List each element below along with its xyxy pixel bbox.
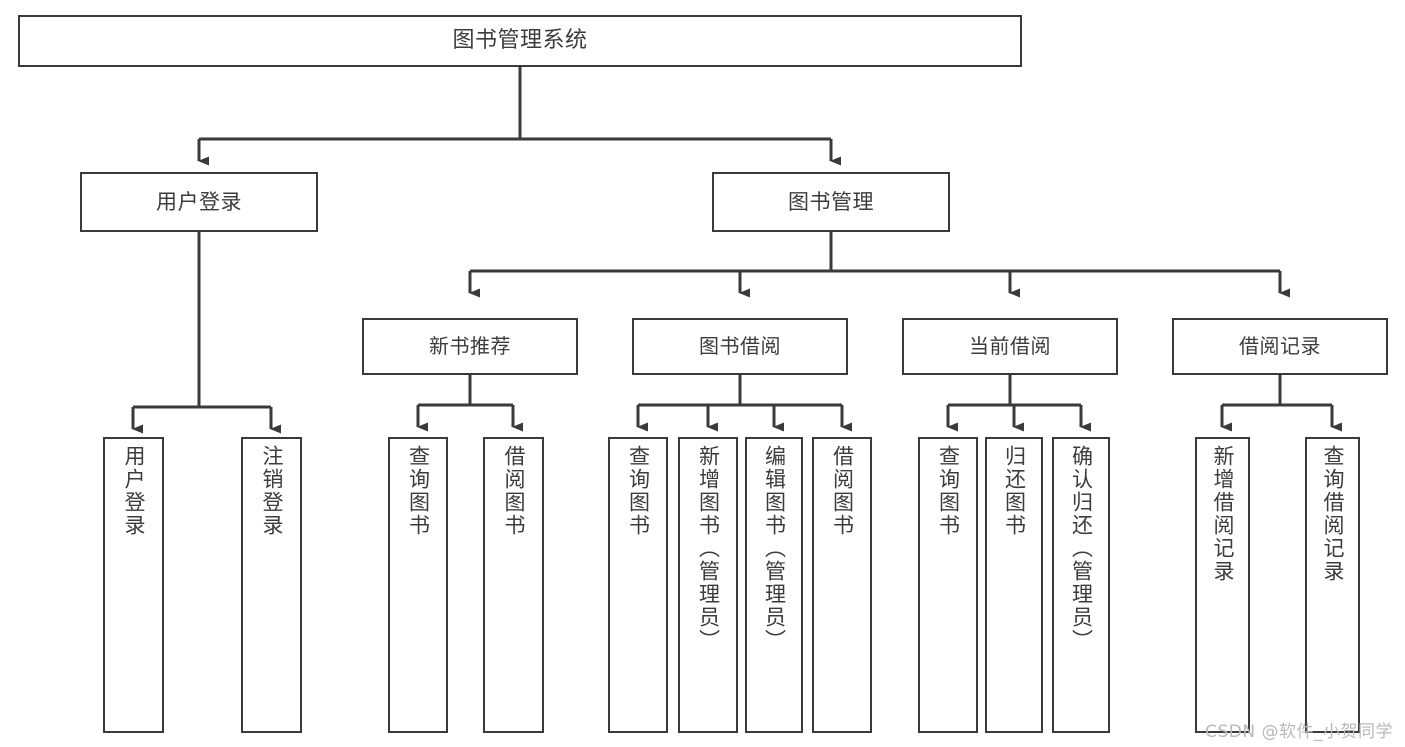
node-leaf-borrow-book-rec[interactable]: 借阅图书 [483, 437, 544, 733]
node-leaf-query-borrow-record[interactable]: 查询借阅记录 [1305, 437, 1360, 733]
node-leaf-user-login[interactable]: 用户登录 [103, 437, 164, 733]
node-leaf-add-borrow-record-label: 新增借阅记录 [1211, 445, 1235, 583]
node-leaf-logout-login[interactable]: 注销登录 [241, 437, 302, 733]
node-leaf-query-book-borrow[interactable]: 查询图书 [608, 437, 668, 733]
node-leaf-query-book-rec[interactable]: 查询图书 [388, 437, 448, 733]
node-leaf-return-book-label: 归还图书 [1002, 445, 1027, 537]
node-leaf-confirm-return-admin-label: 确认归还（管理员） [1069, 445, 1094, 652]
node-leaf-query-book-borrow-label: 查询图书 [626, 445, 651, 537]
node-leaf-borrow-book[interactable]: 借阅图书 [812, 437, 872, 733]
node-leaf-edit-book-admin-label: 编辑图书（管理员） [762, 445, 787, 652]
node-leaf-add-book-admin-label: 新增图书（管理员） [696, 445, 721, 652]
node-leaf-add-borrow-record[interactable]: 新增借阅记录 [1195, 437, 1250, 733]
node-leaf-edit-book-admin[interactable]: 编辑图书（管理员） [745, 437, 803, 733]
node-borrow-record[interactable]: 借阅记录 [1172, 318, 1388, 375]
node-book-manage[interactable]: 图书管理 [712, 172, 950, 232]
node-leaf-query-book-rec-label: 查询图书 [406, 445, 431, 537]
node-leaf-borrow-book-label: 借阅图书 [830, 445, 855, 537]
node-leaf-confirm-return-admin[interactable]: 确认归还（管理员） [1052, 437, 1110, 733]
node-new-book-recommend-label: 新书推荐 [429, 333, 511, 358]
node-leaf-user-login-label: 用户登录 [122, 445, 146, 537]
node-book-borrow-label: 图书借阅 [699, 333, 781, 358]
node-current-borrow-label: 当前借阅 [969, 333, 1051, 358]
connector-lines [131, 67, 1342, 434]
node-current-borrow[interactable]: 当前借阅 [902, 318, 1118, 375]
node-leaf-query-borrow-record-label: 查询借阅记录 [1321, 445, 1345, 583]
node-leaf-query-book-current[interactable]: 查询图书 [918, 437, 978, 733]
node-book-manage-label: 图书管理 [788, 189, 874, 214]
node-leaf-borrow-book-rec-label: 借阅图书 [502, 445, 526, 537]
node-root[interactable]: 图书管理系统 [18, 15, 1022, 67]
node-root-label: 图书管理系统 [452, 28, 588, 54]
node-user-login-label: 用户登录 [156, 189, 242, 214]
node-book-borrow[interactable]: 图书借阅 [632, 318, 848, 375]
node-leaf-add-book-admin[interactable]: 新增图书（管理员） [678, 437, 738, 733]
node-leaf-query-book-current-label: 查询图书 [936, 445, 961, 537]
csdn-watermark: CSDN @软件_小贺同学 [1205, 722, 1393, 742]
node-leaf-return-book[interactable]: 归还图书 [985, 437, 1043, 733]
node-new-book-recommend[interactable]: 新书推荐 [362, 318, 578, 375]
node-user-login[interactable]: 用户登录 [80, 172, 318, 232]
node-borrow-record-label: 借阅记录 [1239, 333, 1321, 358]
node-leaf-logout-login-label: 注销登录 [260, 445, 284, 537]
